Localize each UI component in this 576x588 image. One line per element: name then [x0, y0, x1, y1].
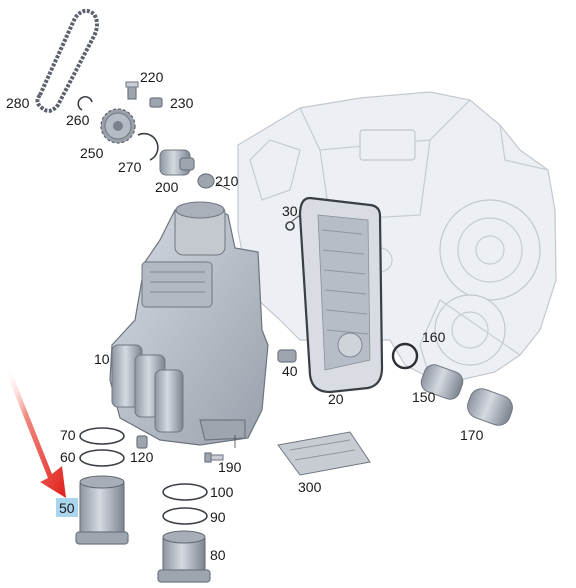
circlip	[137, 132, 159, 161]
highlight-arrow	[6, 368, 66, 498]
callout-30: 30	[282, 203, 298, 219]
callout-280: 280	[6, 95, 30, 111]
callout-80: 80	[210, 547, 226, 563]
o-ring-70	[79, 427, 125, 445]
filter-150	[420, 364, 464, 400]
o-ring-90	[162, 507, 208, 525]
cover-plate-300	[277, 431, 371, 476]
leader-lines	[215, 182, 301, 448]
snap-ring	[77, 96, 93, 111]
filter-170	[467, 388, 513, 426]
filter-80	[157, 530, 211, 583]
callout-190: 190	[218, 459, 242, 475]
callout-40: 40	[282, 363, 298, 379]
drive-chain	[35, 8, 99, 113]
callout-50: 50	[59, 500, 75, 516]
callout-150: 150	[412, 389, 436, 405]
callout-20: 20	[328, 391, 344, 407]
plug-40	[277, 349, 297, 363]
callout-230: 230	[170, 95, 194, 111]
callout-200: 200	[155, 179, 179, 195]
valve-body-gasket	[298, 196, 384, 394]
callout-300: 300	[298, 479, 322, 495]
callout-labels: 280 220 230 260 250 270 200 210 30 10 40…	[6, 69, 484, 563]
callout-260: 260	[66, 112, 90, 128]
callout-70: 70	[60, 427, 76, 443]
bolt-190	[204, 452, 224, 463]
o-ring-100	[162, 483, 208, 501]
screw-120	[136, 435, 148, 449]
callout-250: 250	[80, 145, 104, 161]
oil-pump	[159, 149, 195, 176]
callout-50-highlight	[56, 498, 78, 517]
callout-270: 270	[118, 159, 142, 175]
callout-60: 60	[60, 449, 76, 465]
sprocket	[100, 108, 136, 144]
bolt-230	[149, 97, 163, 108]
callout-210: 210	[215, 173, 239, 189]
oil-pan-module	[109, 201, 269, 446]
callout-100: 100	[210, 484, 234, 500]
seal-210	[197, 173, 215, 189]
o-ring-30	[285, 221, 295, 231]
callout-120: 120	[130, 449, 154, 465]
callout-170: 170	[460, 427, 484, 443]
callout-160: 160	[422, 329, 446, 345]
callout-10: 10	[94, 351, 110, 367]
transmission-housing	[237, 91, 557, 381]
filter-50	[75, 475, 129, 545]
o-ring-60	[79, 449, 125, 467]
callout-90: 90	[210, 509, 226, 525]
o-ring-160	[391, 342, 419, 370]
callout-220: 220	[140, 69, 164, 85]
bolt-220	[125, 81, 139, 100]
